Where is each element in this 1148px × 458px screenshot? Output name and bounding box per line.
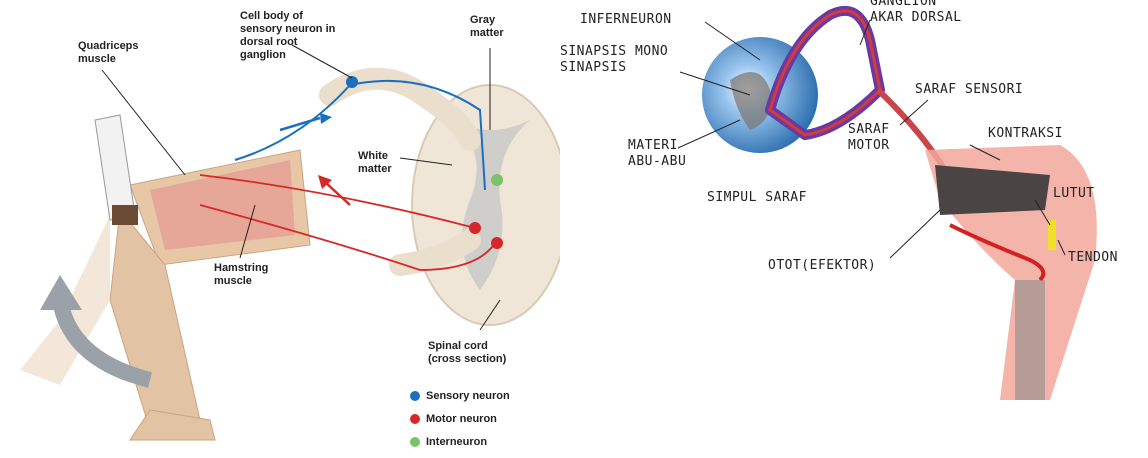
effector-nerve <box>949 223 1046 282</box>
tendon-label: TENDON <box>1068 250 1118 265</box>
kontraksi-label: KONTRAKSI <box>988 126 1063 141</box>
legend-label: Sensory neuron <box>426 390 510 402</box>
knee-reflex-illustration <box>20 44 560 441</box>
cell-body-label: Cell body of sensory neuron in dorsal ro… <box>240 10 336 61</box>
otot-label: OTOT(EFEKTOR) <box>768 258 877 273</box>
bone-shape <box>1015 280 1045 400</box>
inferneuron-label: INFERNEURON <box>580 12 672 27</box>
motor-arrow-icon <box>324 181 351 206</box>
knee-tendon-shape <box>1048 220 1056 250</box>
reflex-hammer-icon <box>94 114 136 221</box>
hamstring-label: Hamstring muscle <box>214 262 269 287</box>
quadriceps-leader <box>101 69 186 176</box>
motor-legend-dot <box>410 414 420 424</box>
quadriceps-label: Quadriceps muscle <box>78 40 139 65</box>
tendon-leader <box>1057 239 1066 256</box>
spinal-cord-label: Spinal cord (cross section) <box>428 340 507 365</box>
nerve-loop-outer <box>765 6 885 140</box>
saraf-motor-label: SARAF MOTOR <box>848 122 890 153</box>
motor-arrowhead-icon <box>318 175 332 189</box>
materi-label: MATERI ABU-ABU <box>628 138 687 169</box>
legend-motor: Motor neuron <box>410 413 497 425</box>
cell-body-leader <box>291 44 353 79</box>
legend-sensory: Sensory neuron <box>410 390 510 402</box>
ganglion-label: GANGLION AKAR DORSAL <box>870 0 962 25</box>
otot-leader <box>889 209 941 259</box>
motor-neuron-body-1 <box>469 222 481 234</box>
motor-neuron-path-2 <box>199 204 498 271</box>
sensory-cell-body <box>346 76 358 88</box>
hamstring-leader <box>239 204 256 259</box>
legend-label: Motor neuron <box>426 413 497 425</box>
sinapsis-label: SINAPSIS MONO SINAPSIS <box>560 44 669 75</box>
saraf-sensori-label: SARAF SENSORI <box>915 82 1024 97</box>
interneuron-legend-dot <box>410 437 420 447</box>
nerve-loop-inner <box>768 9 882 137</box>
sensory-arrowhead-icon <box>320 113 332 124</box>
white-matter-leader <box>399 157 453 166</box>
white-matter-label: White matter <box>358 150 392 175</box>
gray-matter-label: Gray matter <box>470 14 504 39</box>
movement-arrow-icon <box>52 298 153 388</box>
swinging-leg-shape <box>20 215 110 385</box>
kontraksi-leader <box>969 144 1001 161</box>
legend-interneuron: Interneuron <box>410 436 487 448</box>
movement-arrowhead-icon <box>40 275 82 310</box>
knee-reflex-diagram-indonesian: GANGLION AKAR DORSAL INFERNEURON SINAPSI… <box>560 0 1148 458</box>
saraf-sensori-leader <box>899 99 929 126</box>
reflex-arc-illustration <box>677 6 1097 400</box>
sinapsis-leader <box>679 71 751 96</box>
lutut-leader <box>1034 199 1051 226</box>
muscle-shape <box>935 165 1050 215</box>
gray-matter-blob <box>730 72 771 130</box>
ganglion-leader <box>859 19 871 46</box>
foot-shape <box>129 409 216 441</box>
simpul-label: SIMPUL SARAF <box>707 190 807 205</box>
motor-neuron-path-1 <box>199 174 476 229</box>
ventral-root-shape <box>389 229 481 276</box>
sensory-legend-dot <box>410 391 420 401</box>
spinal-cord-leader <box>479 299 501 331</box>
interneuron-body <box>491 174 503 186</box>
knee-reflex-diagram-english: Quadriceps muscle Cell body of sensory n… <box>0 0 560 458</box>
materi-leader <box>677 119 741 149</box>
inferneuron-leader <box>704 21 761 61</box>
lutut-label: LUTUT <box>1053 186 1095 201</box>
hammer-head-shape <box>112 205 138 225</box>
sensory-arrow-icon <box>279 116 321 132</box>
legend-label: Interneuron <box>426 436 488 448</box>
motor-neuron-body-2 <box>491 237 503 249</box>
